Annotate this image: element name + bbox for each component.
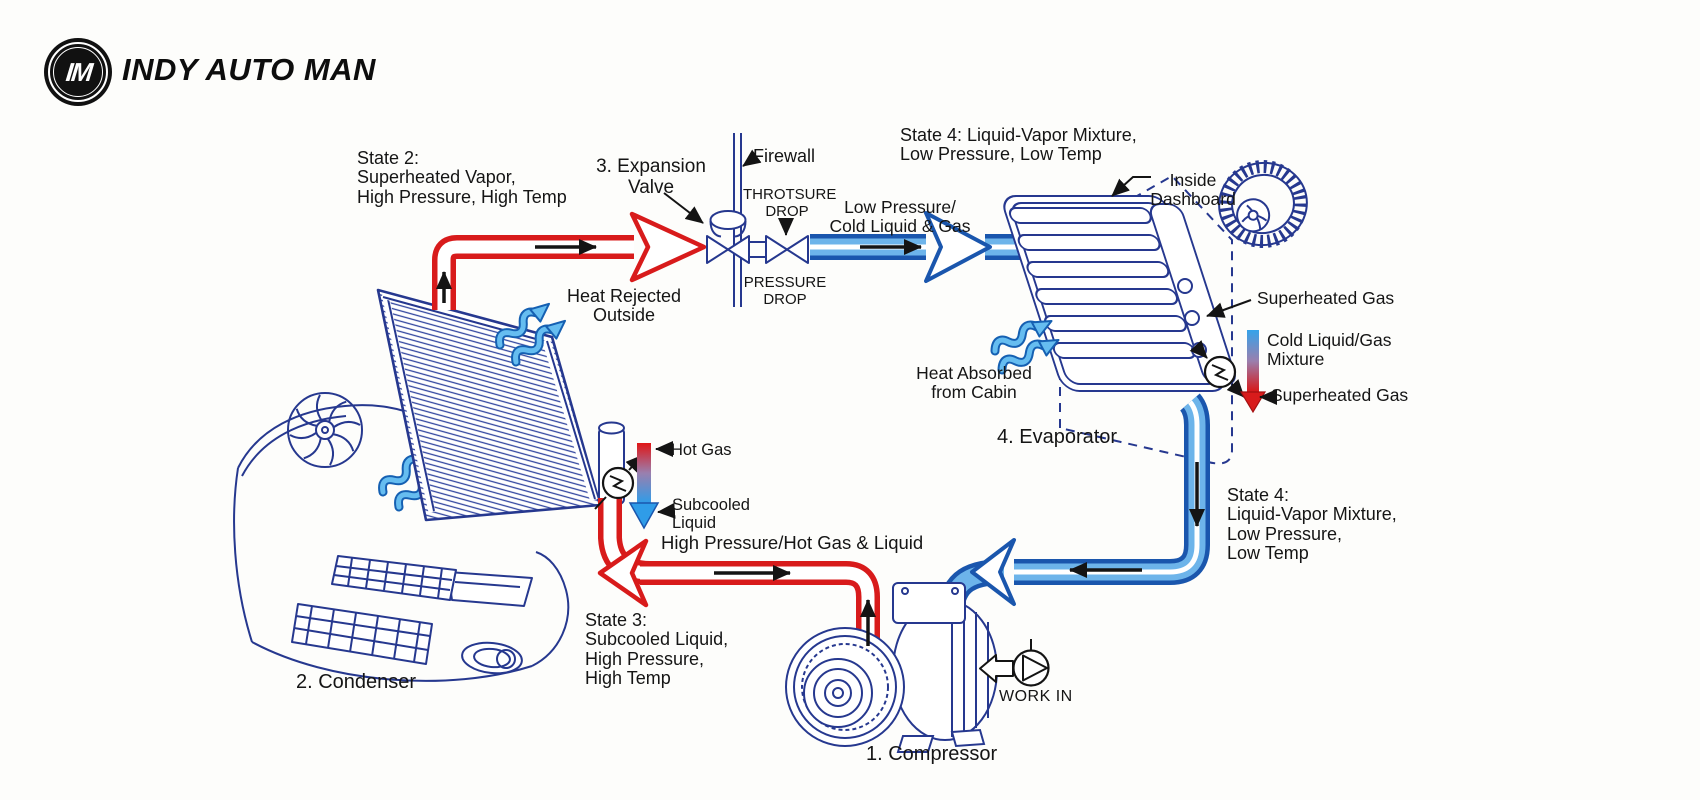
state4-side-label: State 4: Liquid-Vapor Mixture, Low Press… [1227,485,1397,563]
pipe-red-top [432,211,707,310]
inside-dashboard-label: Inside Dashboard [1150,170,1236,209]
condenser-state-gradient-bar [628,443,660,530]
label-leader-arrows [655,149,1277,519]
firewall-label: Firewall [753,146,816,166]
evaporator-label: 4. Evaporator [997,426,1118,448]
throttle-drop-label: THROTSURE DROP [743,186,837,221]
superheated-gas-top-label: Superheated Gas [1257,288,1395,308]
heat-exchanger-icon [1189,340,1245,398]
superheated-gas-bottom-label: Superheated Gas [1271,385,1409,405]
red-flow-arrowhead [597,538,649,608]
blue-flow-arrowhead [970,538,1016,606]
work-in-pump-icon [979,639,1050,687]
evaporator-illustration [1003,195,1236,392]
car-front-illustration [233,392,570,682]
throttle-valve-icon [765,235,788,264]
condenser-label: 2. Condenser [296,671,417,693]
heat-absorbed-label: Heat Absorbed from Cabin [916,363,1032,402]
logo-inner-ring [53,47,103,97]
expansion-valve-label: 3. Expansion Valve [596,156,706,198]
state4-top-label: State 4: Liquid-Vapor Mixture, Low Press… [900,125,1137,165]
blue-flow-arrowhead [924,211,992,283]
state3-label: State 3: Subcooled Liquid, High Pressure… [585,610,729,688]
subcooled-liquid-label: Subcooled Liquid [672,496,750,533]
cold-liquid-gas-mixture-label: Cold Liquid/Gas Mixture [1267,330,1392,369]
hot-gas-label: Hot Gas [671,441,732,459]
logo-monogram: IM [64,56,93,87]
heat-rejected-label: Heat Rejected Outside [566,286,682,326]
compressor-illustration [785,582,998,753]
pipe-red-bottom [597,498,880,648]
high-pressure-line-label: High Pressure/Hot Gas & Liquid [661,532,924,553]
work-in-arrow-icon [979,654,1014,683]
work-in-label: WORK IN [999,688,1073,705]
compressor-label: 1. Compressor [866,743,998,765]
radiator-fan-icon [287,392,363,468]
pressure-drop-label: PRESSURE DROP [743,274,827,309]
brand-name: INDY AUTO MAN [122,52,376,87]
red-flow-arrowhead [629,211,707,283]
inside-dashboard-boundary [1059,174,1233,465]
evaporator-state-gradient-bar [1239,330,1267,414]
condenser-illustration [376,288,625,522]
expansion-valve-icon [706,210,809,264]
brand-logo-icon: IM [44,38,112,106]
state2-label: State 2: Superheated Vapor, High Pressur… [357,148,567,207]
logo-ring [48,42,108,102]
low-pressure-line-label: Low Pressure/ Cold Liquid & Gas [829,197,971,236]
flow-direction-arrows [436,239,1205,646]
